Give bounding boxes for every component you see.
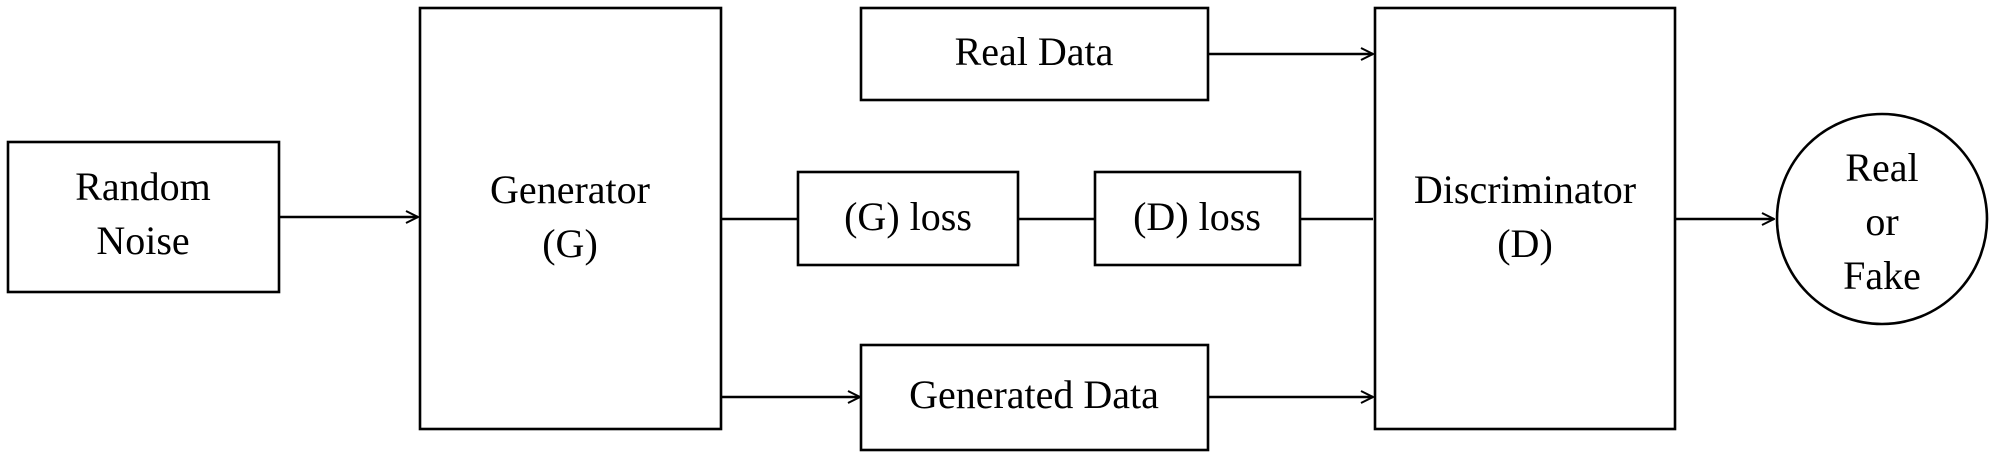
node-g-loss: (G) loss [796, 170, 1020, 267]
node-discriminator: Discriminator (D) [1373, 6, 1677, 431]
g-loss-label: (G) loss [844, 194, 972, 239]
output-label-line1: Real [1845, 145, 1918, 190]
d-loss-label: (D) loss [1133, 194, 1261, 239]
node-generated-data: Generated Data [859, 343, 1210, 452]
generator-label-line2: (G) [542, 221, 598, 266]
random-noise-label-line2: Noise [96, 218, 189, 263]
node-generator: Generator (G) [418, 6, 723, 431]
generator-label-line1: Generator [490, 167, 650, 212]
node-real-data: Real Data [859, 6, 1210, 102]
discriminator-label-line2: (D) [1497, 221, 1553, 266]
node-d-loss: (D) loss [1093, 170, 1302, 267]
output-label-line2: or [1865, 199, 1898, 244]
output-label-line3: Fake [1843, 253, 1921, 298]
real-data-label: Real Data [955, 29, 1114, 74]
discriminator-label-line1: Discriminator [1414, 167, 1636, 212]
node-output: Real or Fake [1775, 112, 1989, 326]
node-random-noise: Random Noise [6, 140, 281, 294]
random-noise-label-line1: Random [75, 164, 211, 209]
generated-data-label: Generated Data [909, 372, 1159, 417]
edges [279, 54, 1774, 397]
